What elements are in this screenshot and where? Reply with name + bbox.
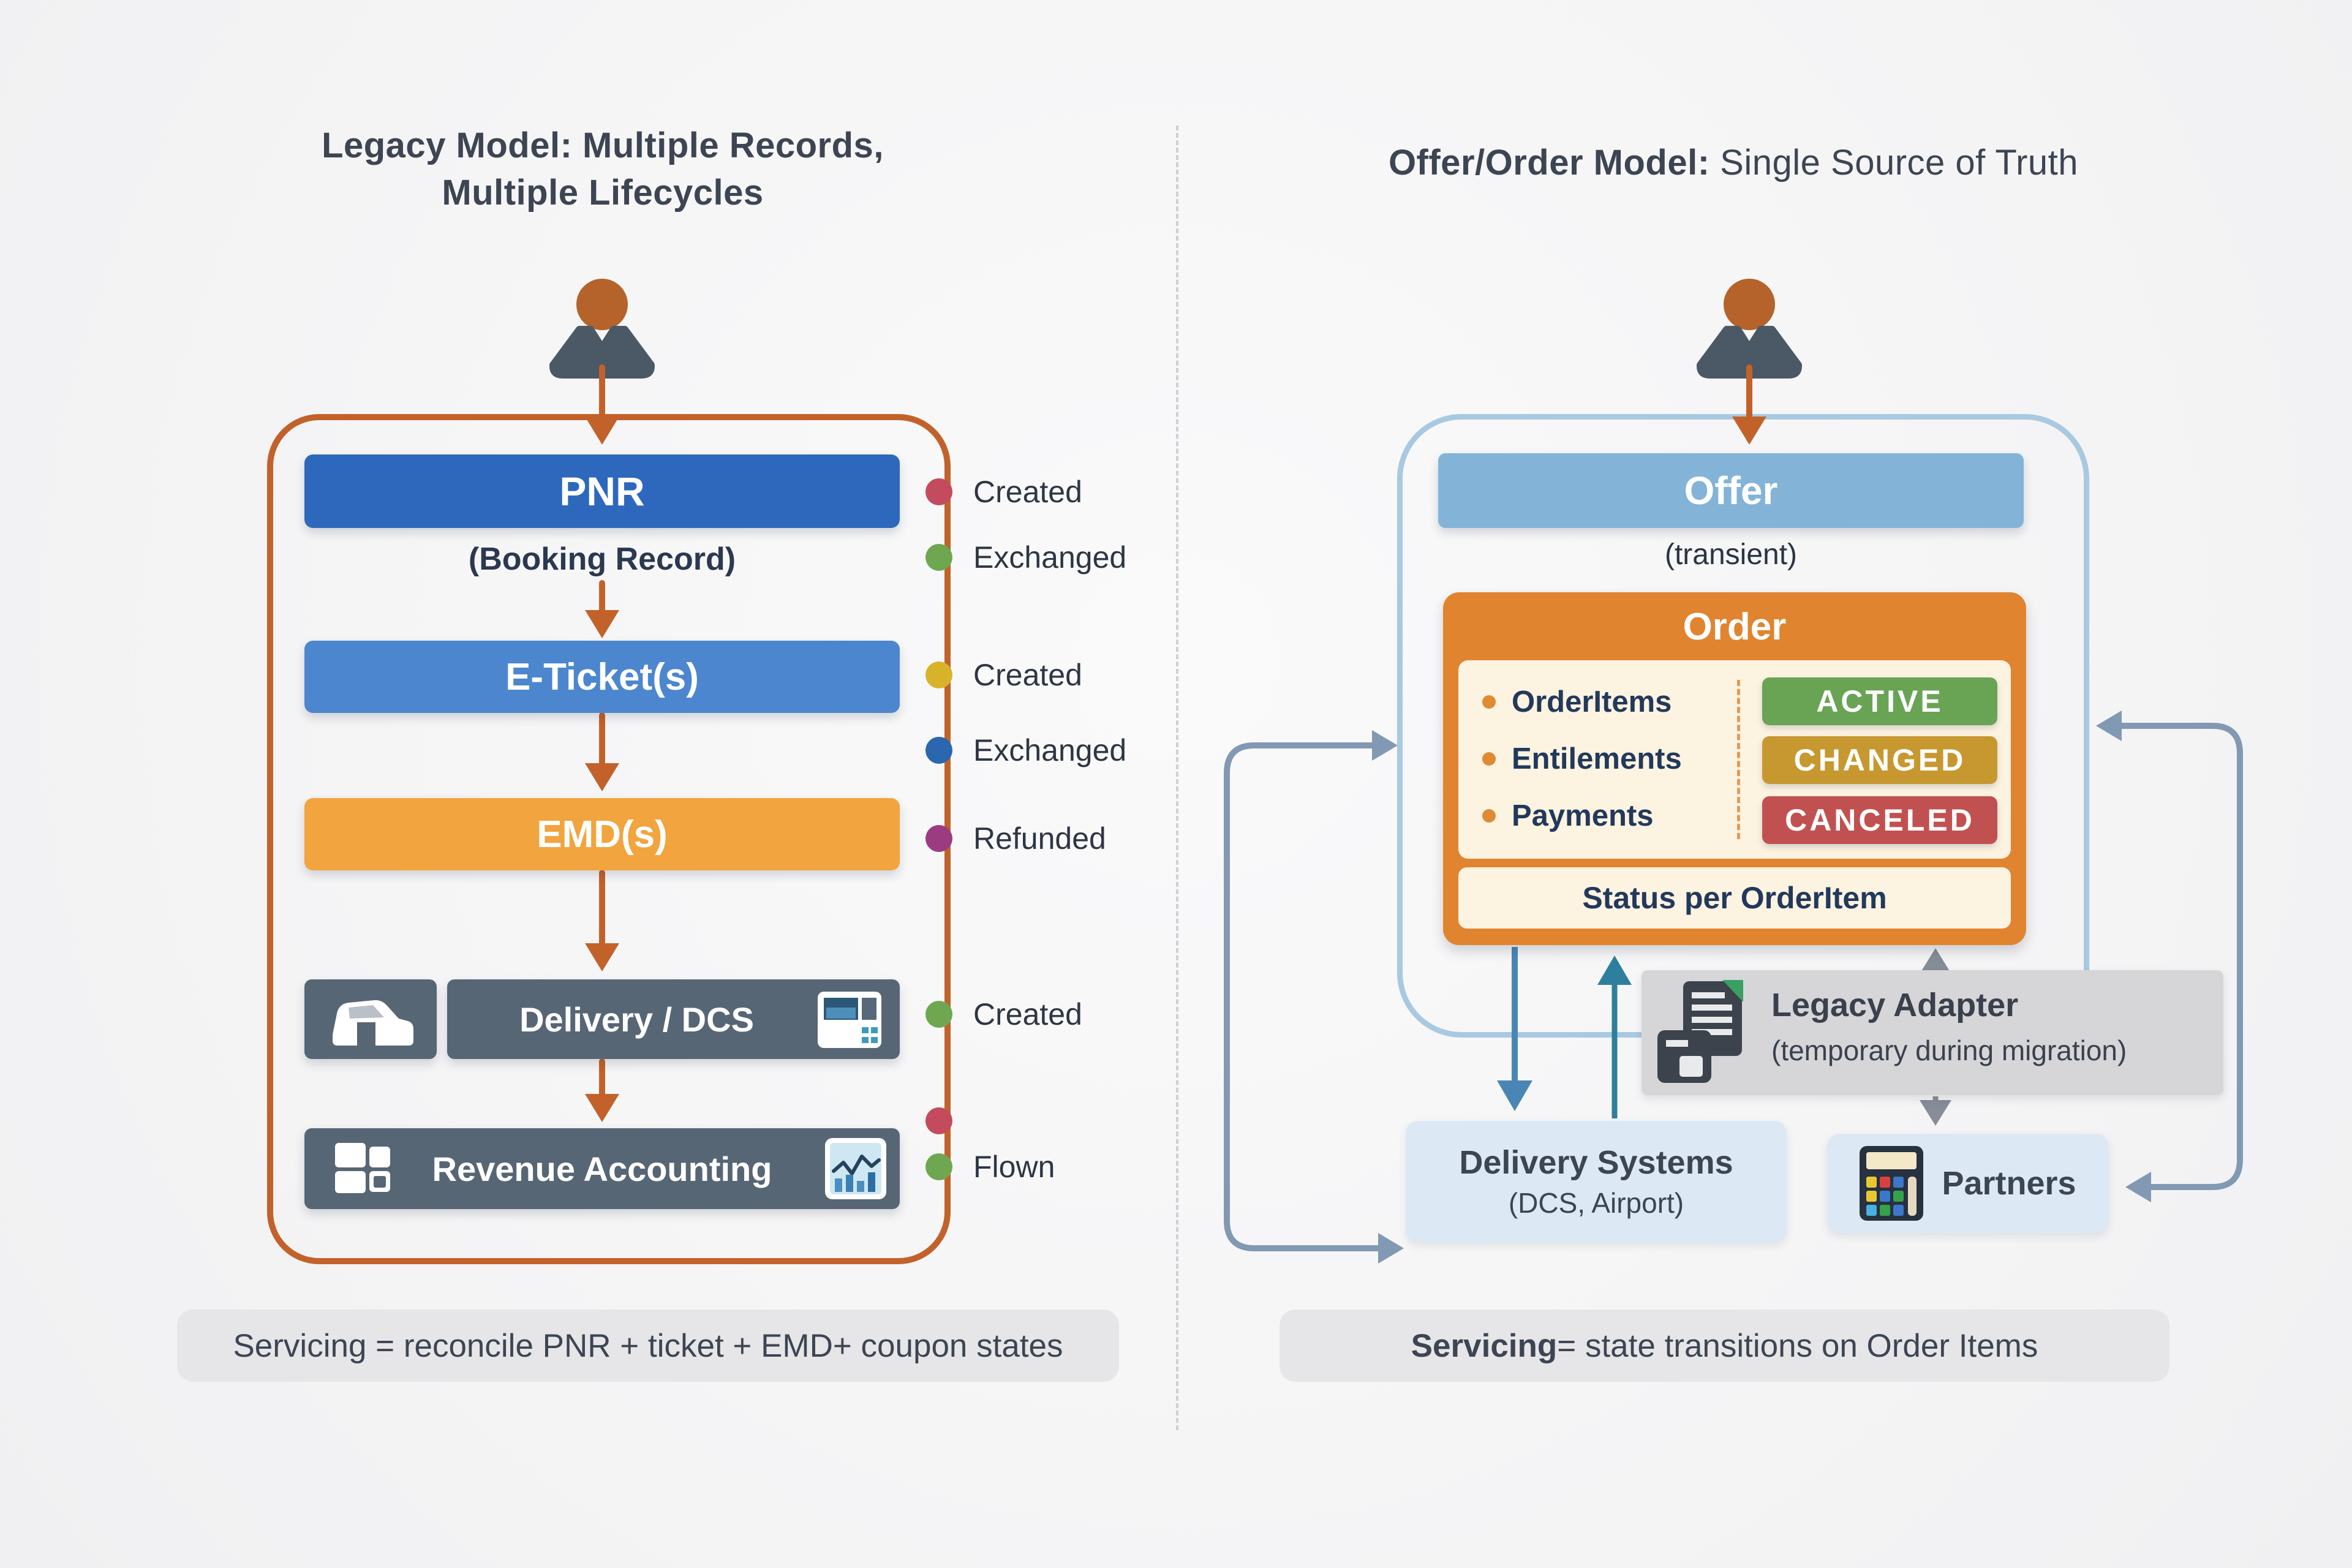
shuttle-van-icon xyxy=(333,1000,413,1046)
pnr-label: PNR xyxy=(559,469,645,514)
status-dot-icon xyxy=(925,478,952,505)
delivery-systems-subtitle: (DCS, Airport) xyxy=(1508,1187,1684,1219)
order-item: Entilements xyxy=(1482,733,1682,785)
revenue-accounting-box: Revenue Accounting xyxy=(304,1128,900,1209)
status-dot-label: Refunded xyxy=(973,821,1106,856)
bullet-icon xyxy=(1482,752,1496,766)
lifecycle-status-item: Exchanged xyxy=(925,732,1126,769)
customer-icon-left xyxy=(549,279,655,379)
order-item-label: OrderItems xyxy=(1512,685,1672,718)
panel-divider xyxy=(1176,126,1178,1430)
bullet-icon xyxy=(1482,695,1496,709)
status-dot-label: Flown xyxy=(973,1150,1055,1184)
legacy-panel-title: Legacy Model: Multiple Records, Multiple… xyxy=(233,123,973,216)
lifecycle-status-item: Created xyxy=(925,657,1082,693)
status-dot-label: Created xyxy=(973,997,1082,1031)
status-dot-icon xyxy=(925,737,952,764)
customer-icon-right xyxy=(1697,279,1802,379)
lifecycle-status-item: Refunded xyxy=(925,820,1106,857)
partners-box: Partners xyxy=(1827,1134,2109,1233)
delivery-vehicle-box xyxy=(304,979,437,1059)
lifecycle-status-item: Flown xyxy=(925,1148,1055,1185)
legacy-title-line1: Legacy Model: Multiple Records, xyxy=(322,126,884,165)
lifecycle-status-item: Created xyxy=(925,473,1082,510)
analytics-chart-icon xyxy=(825,1138,886,1199)
offer-label: Offer xyxy=(1684,469,1778,513)
legacy-adapter-box: Legacy Adapter (temporary during migrati… xyxy=(1642,970,2223,1095)
delivery-systems-box: Delivery Systems (DCS, Airport) xyxy=(1406,1121,1787,1242)
status-dot-label: Created xyxy=(973,658,1082,692)
status-dot-icon xyxy=(925,662,952,688)
eticket-box: E-Ticket(s) xyxy=(304,641,900,713)
pnr-box: PNR xyxy=(304,454,900,528)
lifecycle-status-item: Exchanged xyxy=(925,539,1126,576)
order-servicing-text: = state transitions on Order Items xyxy=(1557,1327,2038,1364)
bullet-icon xyxy=(1482,809,1496,823)
order-servicing-note: Servicing = state transitions on Order I… xyxy=(1280,1310,2169,1382)
pnr-subtitle: (Booking Record) xyxy=(468,541,736,577)
feedback-loop-left xyxy=(1224,730,1404,1264)
legacy-adapter-icon xyxy=(1657,980,1743,1083)
offer-title-bold: Offer/Order Model: xyxy=(1388,143,1710,183)
legacy-adapter-title: Legacy Adapter xyxy=(1771,987,2019,1023)
offer-subtitle: (transient) xyxy=(1664,538,1798,571)
status-dot-icon xyxy=(925,544,952,571)
status-dot-label: Exchanged xyxy=(973,733,1127,767)
partners-calculator-icon xyxy=(1860,1146,1924,1221)
order-servicing-bold: Servicing xyxy=(1411,1327,1558,1364)
dcs-kiosk-icon xyxy=(818,992,881,1048)
ledger-grid-icon xyxy=(335,1143,390,1193)
status-badge: ACTIVE xyxy=(1762,677,1997,725)
partners-label: Partners xyxy=(1942,1165,2076,1202)
offer-panel-title: Offer/Order Model: Single Source of Trut… xyxy=(1305,140,2162,187)
order-item: OrderItems xyxy=(1482,676,1672,728)
order-item-label: Entilements xyxy=(1512,742,1682,775)
revenue-accounting-label: Revenue Accounting xyxy=(432,1149,772,1188)
order-title: Order xyxy=(1683,605,1787,648)
order-status-divider xyxy=(1737,680,1740,839)
order-item-label: Payments xyxy=(1512,799,1654,832)
lifecycle-status-item xyxy=(925,1102,952,1139)
feedback-loop-right xyxy=(2096,710,2243,1202)
status-badge: CHANGED xyxy=(1762,736,1997,784)
order-footer: Status per OrderItem xyxy=(1458,867,2011,929)
status-dot-label: Created xyxy=(973,475,1082,509)
status-dot-label: Exchanged xyxy=(973,540,1127,575)
legacy-title-line2: Multiple Lifecycles xyxy=(442,172,764,213)
emd-label: EMD(s) xyxy=(537,813,668,856)
delivery-systems-title: Delivery Systems xyxy=(1459,1144,1733,1181)
delivery-dcs-label: Delivery / DCS xyxy=(519,1000,754,1039)
delivery-dcs-box: Delivery / DCS xyxy=(447,979,900,1059)
offer-box: Offer xyxy=(1438,453,2024,528)
status-badge: CANCELED xyxy=(1762,796,1997,844)
order-item: Payments xyxy=(1482,790,1654,842)
legacy-servicing-text: Servicing = reconcile PNR + ticket + EMD… xyxy=(233,1327,1063,1364)
status-dot-icon xyxy=(925,825,952,852)
offer-title-regular: Single Source of Truth xyxy=(1709,143,2079,183)
arrow-legacy-adapter-to-partners xyxy=(1920,1096,1951,1126)
status-dot-icon xyxy=(925,1107,952,1134)
eticket-label: E-Ticket(s) xyxy=(505,655,699,698)
status-dot-icon xyxy=(925,1001,952,1028)
emd-box: EMD(s) xyxy=(304,798,900,870)
legacy-adapter-subtitle: (temporary during migration) xyxy=(1771,1035,2127,1066)
status-dot-icon xyxy=(925,1153,952,1180)
lifecycle-status-item: Created xyxy=(925,996,1082,1033)
legacy-servicing-note: Servicing = reconcile PNR + ticket + EMD… xyxy=(177,1310,1119,1382)
